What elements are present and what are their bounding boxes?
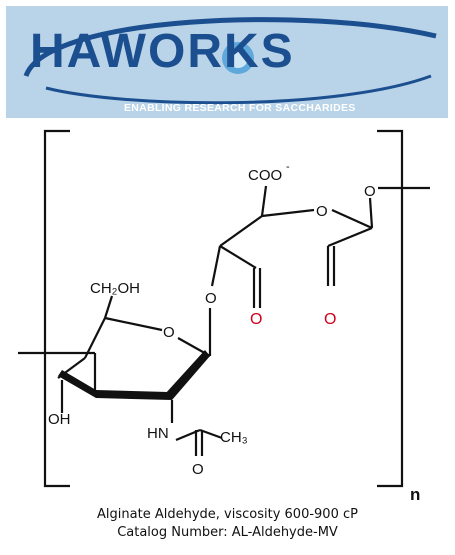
wedge-bond-c1-c2 [165,350,210,400]
left-bracket [43,129,70,488]
wedge-bond-c2-c3 [96,390,172,400]
brand-tagline: ENABLING RESEARCH FOR SACCHARIDES [124,102,356,114]
repeat-subscript: n [410,485,420,504]
aldehyde-oxygen-1: O [250,311,262,328]
aldehyde-oxygen-2: O [324,311,336,328]
alginate-aldehyde-structure: COO - O O O O O CH₂OH O OH HN CH₃ O n [18,129,430,504]
glycosidic-oxygen-top: O [364,183,376,200]
ring-oxygen-left: O [163,324,175,341]
right-bracket [377,129,404,488]
ring-oxygen-right: O [316,203,328,220]
logo-swoosh [23,17,437,105]
carbonyl-oxygen-label: O [192,461,204,478]
product-name: Alginate Aldehyde, viscosity 600-900 cP [97,507,358,522]
carboxylate-charge: - [286,161,290,173]
glycosidic-oxygen-mid: O [205,290,217,307]
nh-label: HN [147,425,169,442]
ch3-label: CH₃ [220,429,248,446]
carboxylate-label: COO [248,167,282,184]
brand-name: HAWORKS [30,25,295,78]
catalog-number: Catalog Number: AL-Aldehyde-MV [117,525,338,540]
wedge-bond-c3-c4 [58,370,96,398]
logo-banner: HAWORKS ENABLING RESEARCH FOR SACCHARIDE… [6,6,448,118]
hydroxyl-label: OH [48,411,71,428]
ch2oh-label: CH₂OH [90,280,140,297]
